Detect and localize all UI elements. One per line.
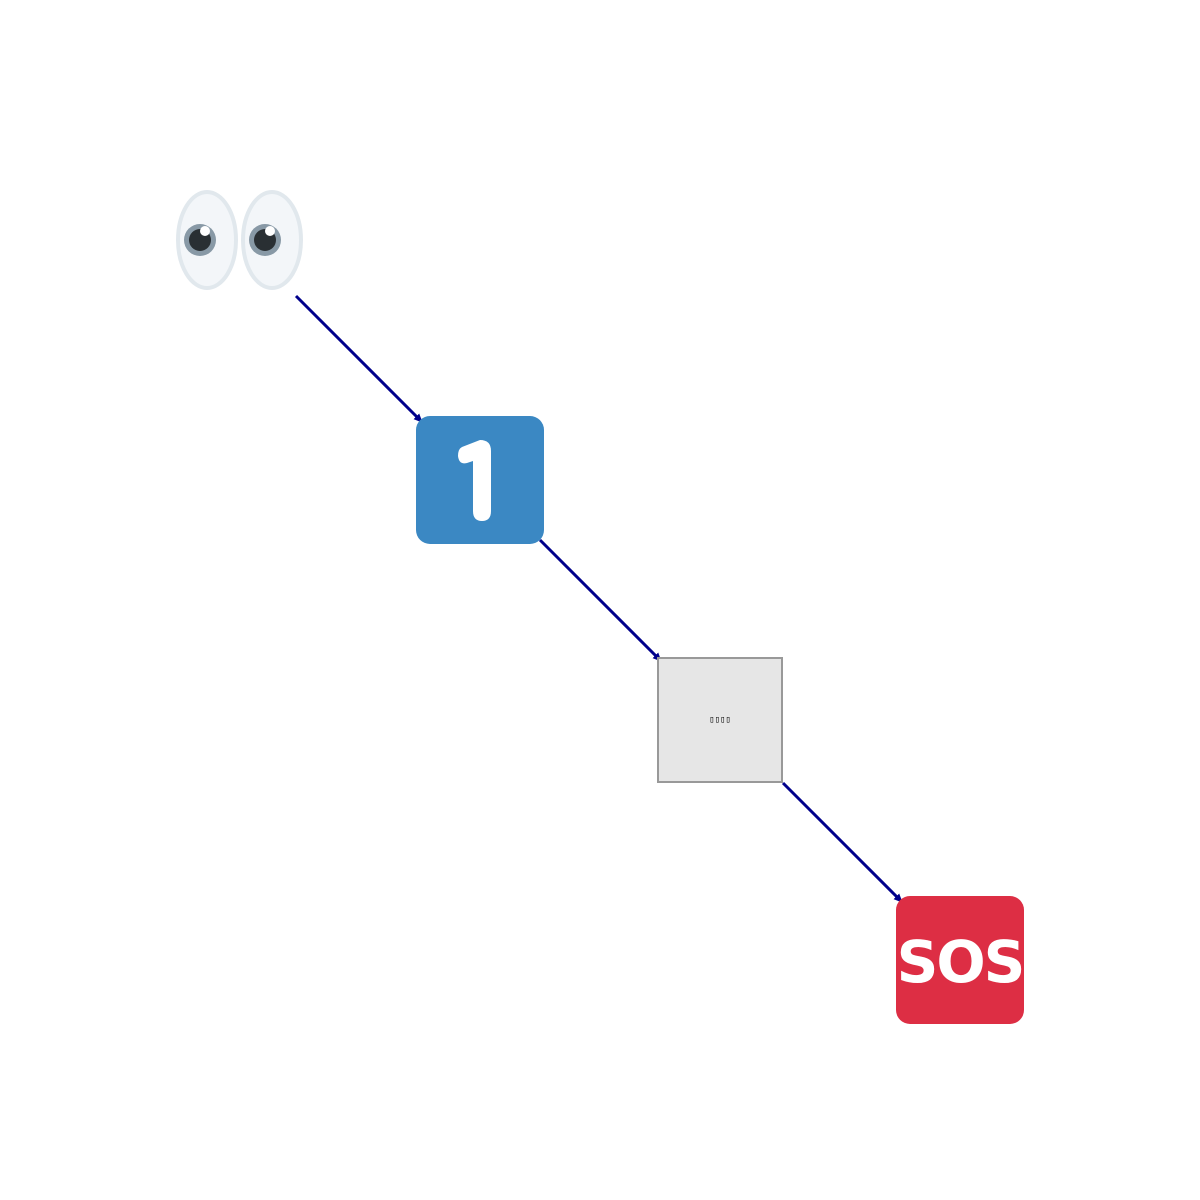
box-node-label: ▯▯▯▯ [709, 715, 731, 725]
edge-eyes-to-one [294, 294, 424, 424]
keycap-1-glyph [458, 440, 491, 521]
missing-glyph-box-node: ▯▯▯▯ [657, 657, 783, 783]
sos-label: SOS [897, 928, 1024, 996]
sos-icon: SOS [896, 896, 1025, 1024]
edge-box-to-sos [781, 781, 904, 904]
keycap-1-icon [416, 416, 544, 544]
eyes-icon [176, 190, 303, 290]
edge-one-to-box [538, 538, 663, 663]
